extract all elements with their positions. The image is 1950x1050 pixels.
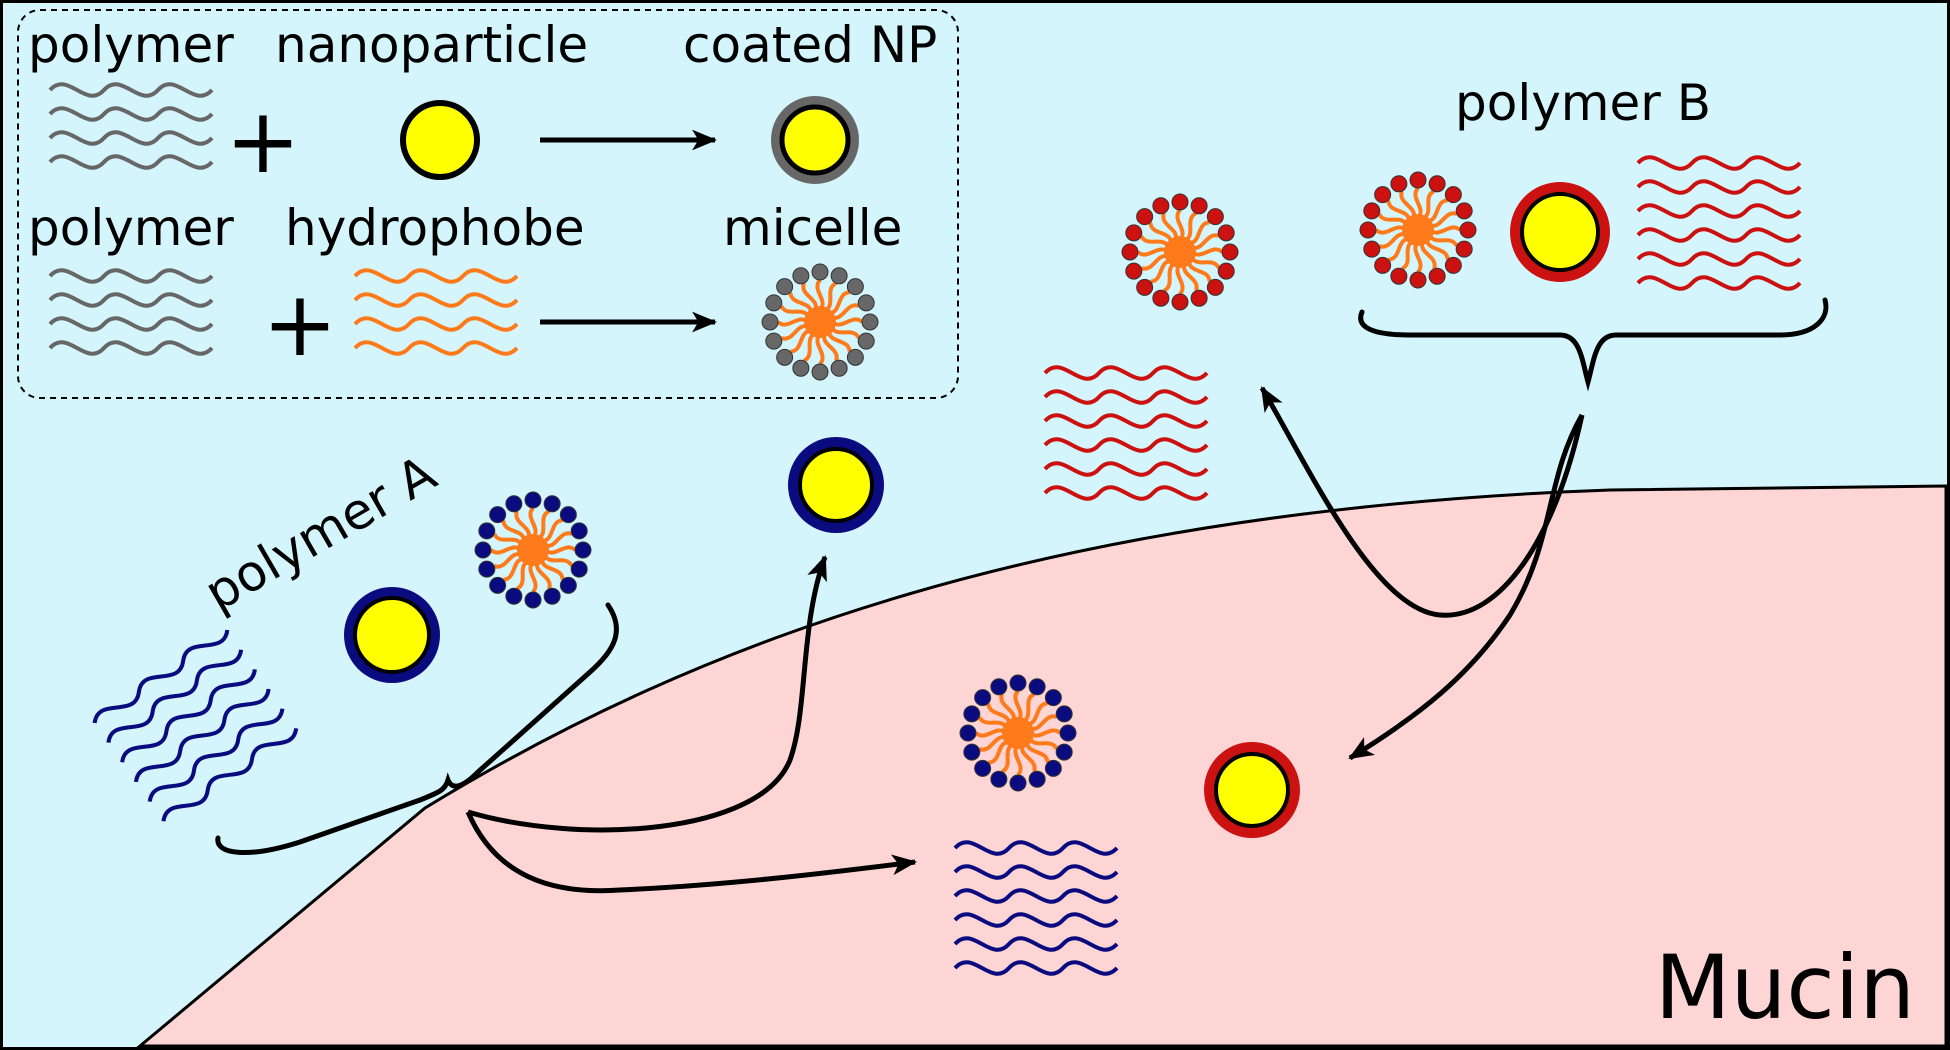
- legend-coated-np-icon: [771, 96, 859, 184]
- legend-row2-polymer-label: polymer: [28, 199, 234, 257]
- released-polymer-b-strands: [1043, 365, 1209, 501]
- polymer-b-label: polymer B: [1455, 74, 1711, 132]
- legend-row1-polymer-icon: [48, 82, 214, 170]
- legend-row2-polymer-icon: [48, 268, 214, 356]
- polymer-b-brace: [1358, 297, 1829, 392]
- released-coated-np: [788, 437, 884, 533]
- polymer-b-coated-np: [1510, 182, 1610, 282]
- legend-row2-hydrophobe-label: hydrophobe: [285, 199, 585, 257]
- polymer-a-brace: [215, 602, 619, 856]
- mucin-region: [135, 484, 1948, 1048]
- mucin-micelle: [959, 674, 1077, 792]
- mucin-coated-np: [1204, 742, 1300, 838]
- polymer-b-arrow-to-mucin: [1348, 413, 1585, 761]
- legend-row1-plus-sign: +: [225, 89, 300, 194]
- mucin-polymer-a-strands: [953, 840, 1119, 976]
- mucin-label: Mucin: [1655, 936, 1915, 1039]
- legend-row1-product-label: coated NP: [683, 16, 937, 74]
- wavy-lines-icon: [48, 82, 214, 170]
- legend-row2-product-label: micelle: [723, 199, 902, 257]
- polymer-a-arrow-to-mucin: [465, 811, 918, 894]
- polymer-a-strands: [92, 629, 299, 822]
- legend-row1-nanoparticle-label: nanoparticle: [275, 16, 588, 74]
- polymer-a-arrow-to-water: [467, 555, 828, 833]
- legend-row2-plus-sign: +: [262, 272, 337, 377]
- polymer-b-micelle: [1359, 171, 1477, 289]
- polymer-a-micelle: [474, 491, 592, 609]
- legend-box: [17, 9, 959, 399]
- polymer-b-micelle-top: [1121, 193, 1239, 311]
- legend-hydrophobe-icon: [353, 268, 519, 356]
- legend-micelle-icon: [761, 263, 879, 381]
- legend-row1-polymer-label: polymer: [28, 16, 234, 74]
- polymer-a-coated-np: [344, 587, 440, 683]
- polymer-b-strands: [1636, 155, 1802, 291]
- legend-nanoparticle-icon: [400, 100, 480, 180]
